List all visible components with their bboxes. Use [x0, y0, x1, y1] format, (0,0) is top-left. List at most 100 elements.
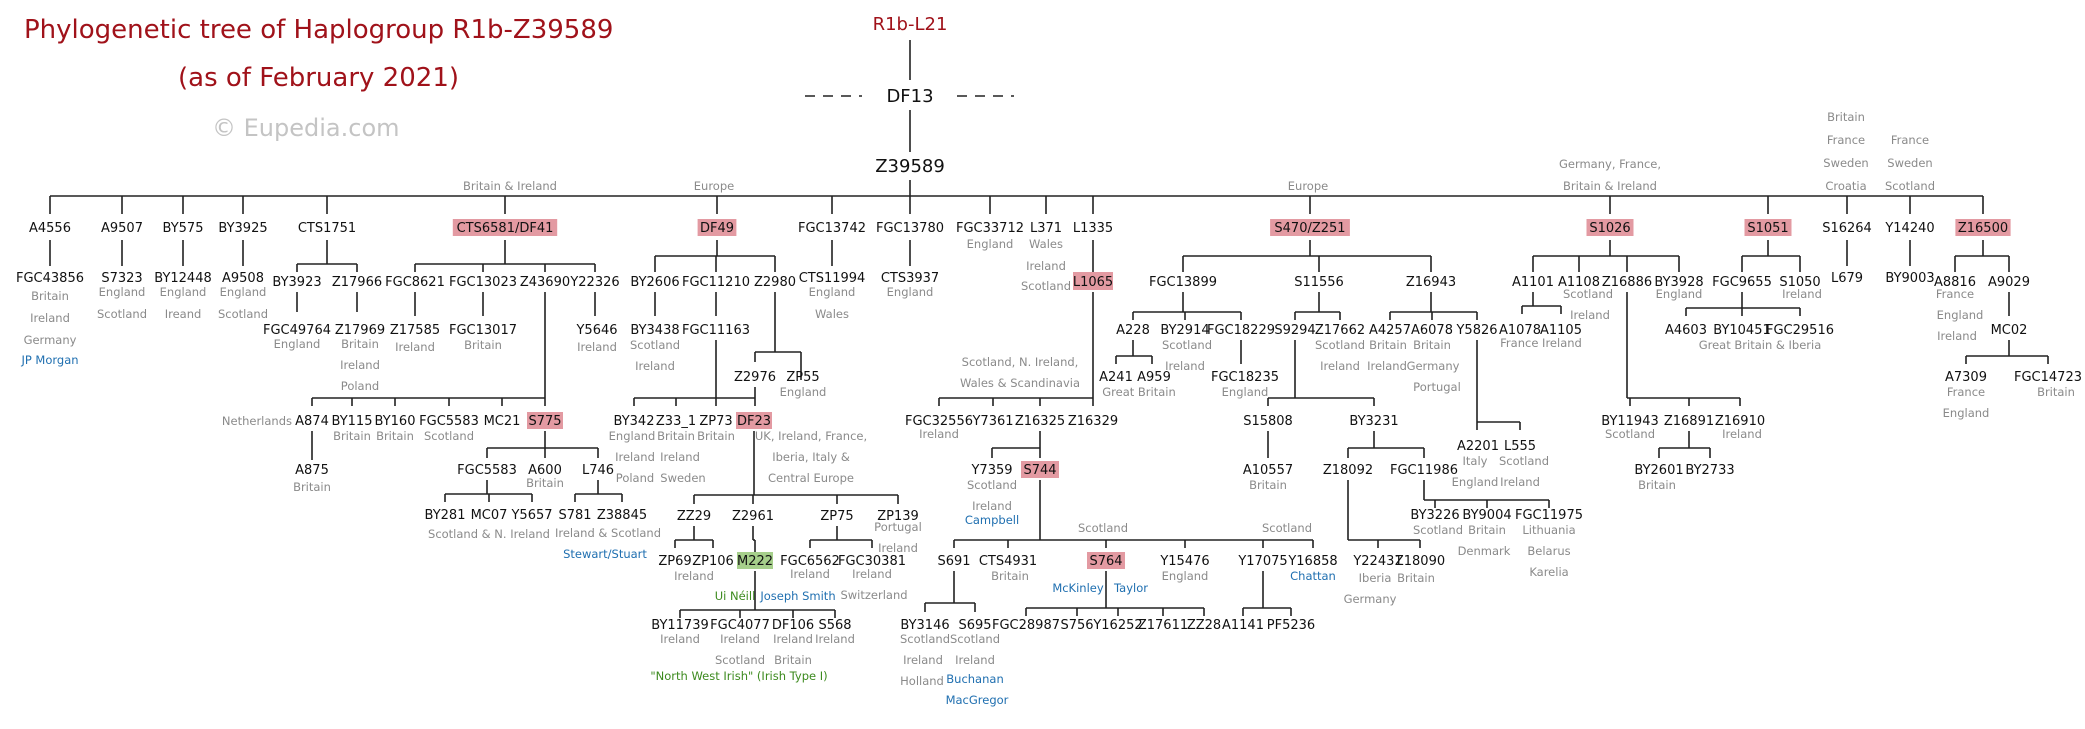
note: England	[220, 285, 267, 299]
node-fgc32556: FGC32556	[905, 414, 973, 429]
node-by575: BY575	[163, 221, 204, 236]
note-europe-1: Europe	[694, 179, 734, 193]
note-north-west-irish: "North West Irish" (Irish Type I)	[650, 669, 827, 683]
note: Ireland	[852, 567, 892, 581]
node-s470-z251: S470/Z251	[1274, 221, 1345, 236]
node-z16500: Z16500	[1958, 221, 2008, 236]
note-y14240-3: Scotland	[1885, 179, 1935, 193]
node-s568: S568	[818, 618, 851, 633]
highlight	[1955, 219, 2011, 236]
node-l1335: L1335	[1073, 221, 1113, 236]
node-fgc18229: FGC18229	[1207, 323, 1275, 338]
note: Scotland, N. Ireland,	[962, 355, 1079, 369]
note: England	[609, 429, 656, 443]
node-by9004: BY9004	[1462, 508, 1511, 523]
node-by9003: BY9003	[1885, 271, 1934, 286]
note-joseph-smith: Joseph Smith	[759, 589, 835, 603]
node-mc21: MC21	[484, 414, 521, 429]
note: Portugal	[1413, 380, 1461, 394]
node-z16886: Z16886	[1602, 275, 1652, 290]
note: Great Britain	[1102, 385, 1176, 399]
note: Ireland	[1722, 427, 1762, 441]
note-gfbi-2: Britain & Ireland	[1563, 179, 1657, 193]
node-by12448: BY12448	[154, 271, 212, 286]
note: Scotland	[97, 307, 147, 321]
node-fgc30381: FGC30381	[838, 554, 906, 569]
note: England	[160, 285, 207, 299]
note: Britain	[1638, 478, 1676, 492]
node-z17611: Z17611	[1138, 618, 1188, 633]
node-df13: DF13	[886, 86, 933, 107]
node-by160: BY160	[375, 414, 416, 429]
highlight	[1744, 219, 1792, 236]
node-s15808: S15808	[1243, 414, 1293, 429]
note-ui-neill: Ui Néill	[715, 589, 756, 603]
note-europe-2: Europe	[1288, 179, 1328, 193]
node-fgc5583-b: FGC5583	[457, 463, 517, 478]
note: Switzerland	[840, 588, 907, 602]
node-s695: S695	[958, 618, 991, 633]
note: Ireland	[340, 358, 380, 372]
node-fgc11975: FGC11975	[1515, 508, 1583, 523]
note: Ireland	[972, 499, 1012, 513]
node-y5826: Y5826	[1455, 323, 1497, 338]
node-y16252: Y16252	[1092, 618, 1142, 633]
node-fgc33712: FGC33712	[956, 221, 1024, 236]
note: Holland	[900, 674, 944, 688]
node-zp75: ZP75	[820, 509, 853, 524]
node-z33-1: Z33_1	[656, 414, 696, 429]
note: Wales	[815, 307, 849, 321]
note-s16264-1: Britain	[1827, 110, 1865, 124]
node-zp73: ZP73	[699, 414, 732, 429]
node-y7359: Y7359	[970, 463, 1012, 478]
node-a9507: A9507	[101, 221, 143, 236]
node-a1108: A1108	[1558, 275, 1600, 290]
node-by3928: BY3928	[1654, 275, 1703, 290]
node-zz29: ZZ29	[677, 509, 711, 524]
note: Scotland	[1078, 521, 1128, 535]
note: England	[1937, 308, 1984, 322]
node-a1078: A1078	[1499, 323, 1541, 338]
node-z16910: Z16910	[1715, 414, 1765, 429]
note: Ireland	[955, 653, 995, 667]
note: Britain	[2037, 385, 2075, 399]
note: Iberia, Italy &	[772, 450, 850, 464]
highlight	[452, 219, 558, 236]
node-fgc29516: FGC29516	[1766, 323, 1834, 338]
node-by2601: BY2601	[1634, 463, 1683, 478]
note: Ireland	[674, 569, 714, 583]
note-buchanan: Buchanan	[946, 672, 1003, 686]
note-y14240-1: France	[1891, 133, 1929, 147]
note: Portugal	[874, 520, 922, 534]
node-fgc11163: FGC11163	[682, 323, 750, 338]
highlight	[1270, 219, 1350, 236]
note: Poland	[616, 471, 654, 485]
note: Germany	[24, 333, 77, 347]
note-chattan: Chattan	[1290, 569, 1336, 583]
highlight-green	[737, 552, 773, 569]
node-a600: A600	[528, 463, 562, 478]
node-zp55: ZP55	[786, 370, 819, 385]
node-fgc13023: FGC13023	[449, 275, 517, 290]
node-a1141: A1141	[1222, 618, 1264, 633]
node-s7323: S7323	[101, 271, 142, 286]
node-by3923: BY3923	[272, 275, 321, 290]
node-a1101: A1101	[1512, 275, 1554, 290]
note: Scotland	[1563, 287, 1613, 301]
note: Ireland	[773, 632, 813, 646]
node-l371: L371	[1030, 221, 1062, 236]
node-l555: L555	[1504, 439, 1536, 454]
note-britain-ireland: Britain & Ireland	[463, 179, 557, 193]
note: Scotland & N. Ireland	[428, 527, 550, 541]
node-mc07: MC07	[471, 508, 508, 523]
note: Scotland	[715, 653, 765, 667]
node-s16264: S16264	[1822, 221, 1872, 236]
node-zp139: ZP139	[877, 509, 919, 524]
node-by11943: BY11943	[1601, 414, 1659, 429]
note: Ireland	[1500, 475, 1540, 489]
node-z2976: Z2976	[734, 370, 776, 385]
note: Britain	[774, 653, 812, 667]
note: Denmark	[1458, 544, 1511, 558]
highlight	[1021, 461, 1059, 478]
